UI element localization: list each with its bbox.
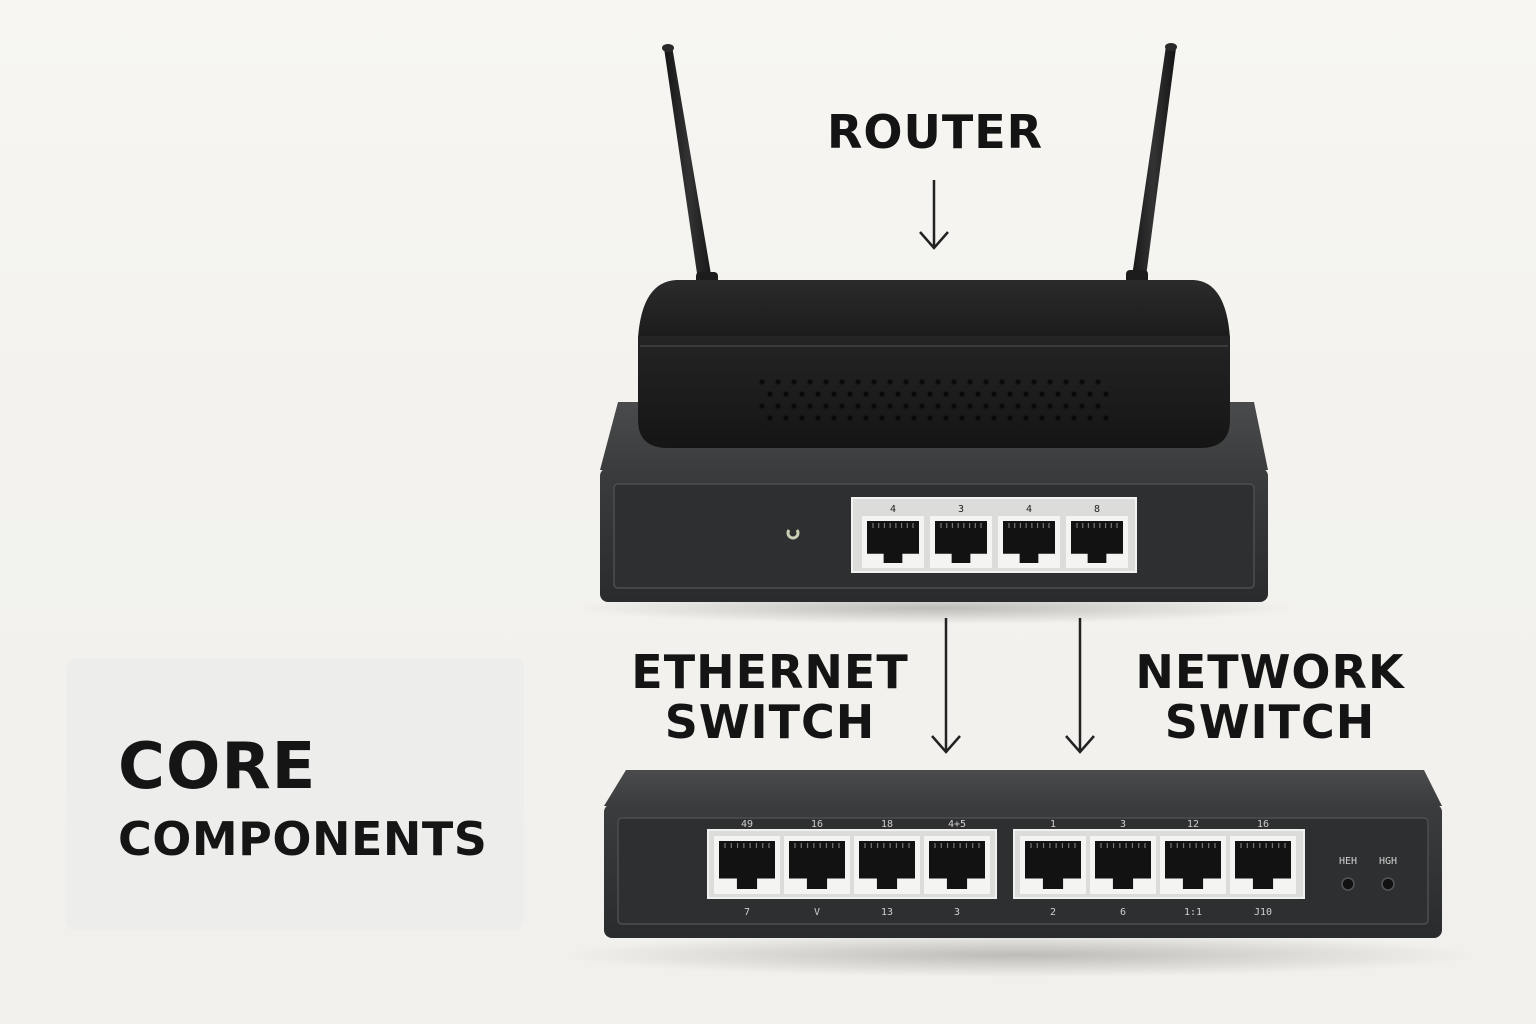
large-switch-port-top-label: 49 xyxy=(741,819,753,830)
large-switch-port-top-label: 12 xyxy=(1187,819,1199,830)
router-vent-grille xyxy=(759,379,1109,421)
small-switch-port-label: 4 xyxy=(890,504,896,515)
small-switch-port-label: 3 xyxy=(958,504,964,515)
small-switch-port xyxy=(998,516,1060,568)
indicator-hole-2 xyxy=(1381,877,1395,891)
card-title-line-1: CORE xyxy=(118,730,317,804)
small-switch-port xyxy=(930,516,992,568)
large-switch-port-bottom-label: V xyxy=(814,907,820,918)
large-switch-port xyxy=(714,836,780,894)
large-switch-port-bottom-label: 13 xyxy=(881,907,893,918)
large-switch-port xyxy=(1020,836,1086,894)
arrow-router xyxy=(919,180,949,250)
large-switch-port-bottom-label: 1:1 xyxy=(1184,907,1202,918)
large-switch-port-bottom-label: 2 xyxy=(1050,907,1056,918)
large-switch-port-bottom-label: 6 xyxy=(1120,907,1126,918)
small-switch-port xyxy=(862,516,924,568)
large-switch-port-top-label: 16 xyxy=(811,819,823,830)
network-switch-label-line-1: NETWORK xyxy=(1135,645,1405,699)
router-label-text: ROUTER xyxy=(826,105,1044,159)
large-switch-port-bottom-label: 7 xyxy=(744,907,750,918)
status-led-icon xyxy=(786,529,800,540)
large-switch-port xyxy=(1090,836,1156,894)
large-switch-port xyxy=(784,836,850,894)
large-switch-port xyxy=(854,836,920,894)
small-switch-port-label: 4 xyxy=(1026,504,1032,515)
indicator-label: HEH xyxy=(1339,856,1357,867)
large-switch-port-top-label: 4+5 xyxy=(948,819,966,830)
large-switch-port-bottom-label: 3 xyxy=(954,907,960,918)
small-switch-port-label: 8 xyxy=(1094,504,1100,515)
ethernet-switch-label-line-1: ETHERNET xyxy=(631,645,909,699)
large-switch-port-top-label: 1 xyxy=(1050,819,1056,830)
large-switch-shadow xyxy=(560,933,1480,977)
arrow-ethernet-switch xyxy=(931,618,961,754)
large-switch-port xyxy=(924,836,990,894)
indicator-hole-1 xyxy=(1341,877,1355,891)
large-switch-port xyxy=(1230,836,1296,894)
large-switch-port-bottom-label: J10 xyxy=(1254,907,1272,918)
ethernet-switch-label-line-2: SWITCH xyxy=(664,694,876,749)
small-switch-port xyxy=(1066,516,1128,568)
indicator-label: HGH xyxy=(1379,856,1397,867)
network-switch-label-line-2: SWITCH xyxy=(1164,694,1376,749)
router-label: ROUTER xyxy=(780,105,1090,159)
large-switch-port-top-label: 16 xyxy=(1257,819,1269,830)
card-title-line-2: COMPONENTS xyxy=(118,812,488,866)
large-switch-port xyxy=(1160,836,1226,894)
large-switch-port-top-label: 3 xyxy=(1120,819,1126,830)
network-switch-label: NETWORK SWITCH xyxy=(1120,645,1420,749)
large-switch-port-top-label: 18 xyxy=(881,819,893,830)
arrow-network-switch xyxy=(1065,618,1095,754)
router-antenna-left xyxy=(662,44,718,298)
router xyxy=(638,280,1230,448)
ethernet-switch-label: ETHERNET SWITCH xyxy=(610,645,930,749)
core-components-card: CORE COMPONENTS xyxy=(66,658,524,930)
router-antenna-right xyxy=(1126,43,1177,296)
